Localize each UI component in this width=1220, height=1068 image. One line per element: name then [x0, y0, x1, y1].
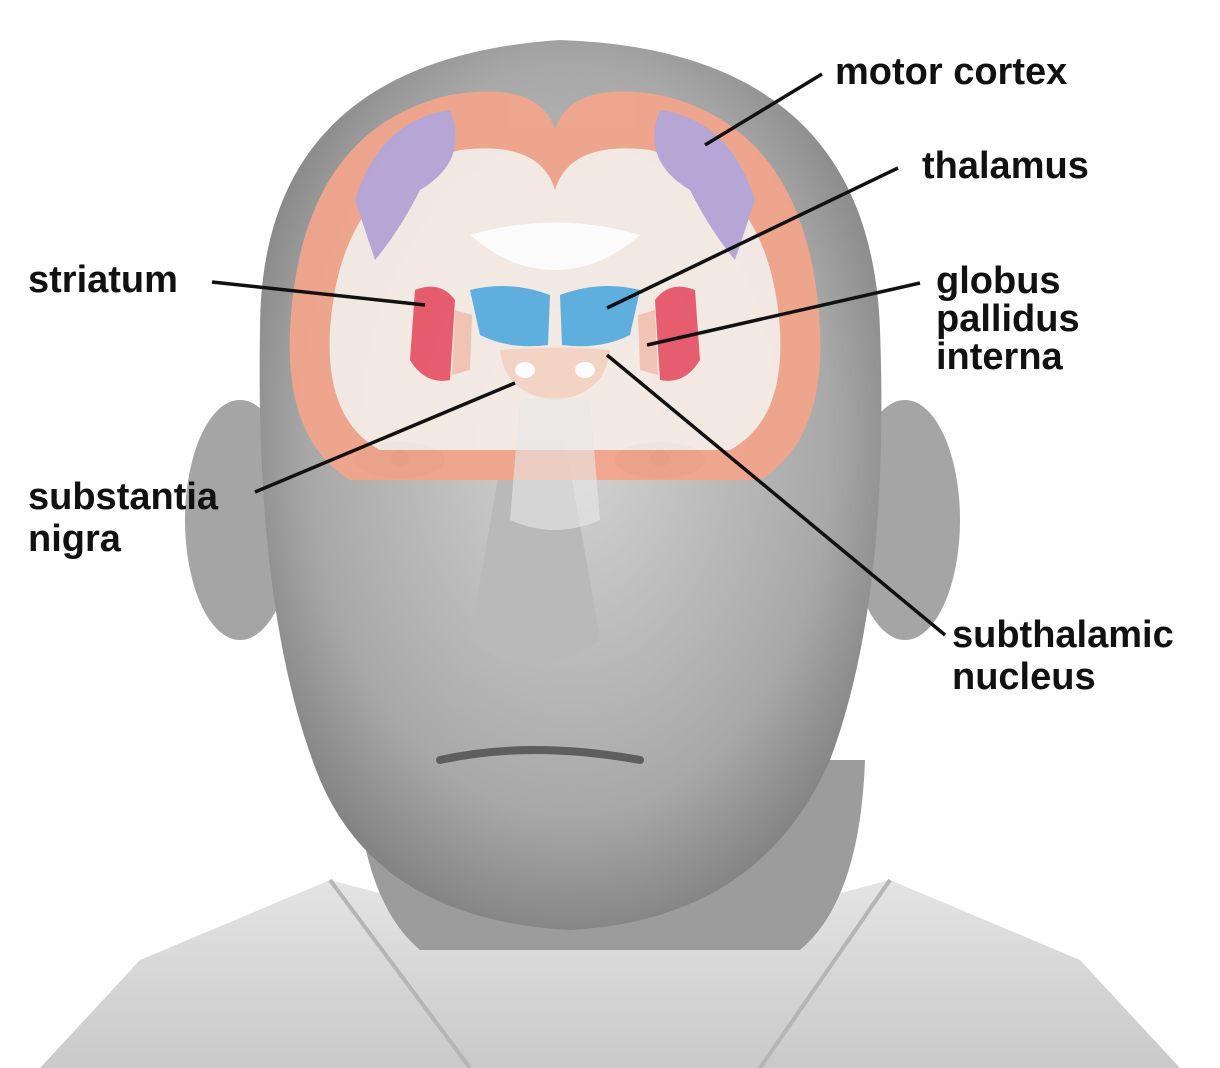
label-stn-line-2: nucleus	[952, 656, 1174, 698]
label-globus-pallidus-interna: globus pallidus interna	[936, 262, 1080, 376]
label-stn-line-1: subthalamic	[952, 614, 1174, 656]
globus-pallidus-left	[452, 310, 472, 375]
striatum-left	[410, 287, 455, 381]
label-gpi-line-1: globus	[936, 262, 1080, 300]
brainstem	[510, 398, 600, 531]
label-motor-cortex: motor cortex	[835, 52, 1067, 92]
label-striatum: striatum	[28, 260, 178, 300]
label-sn-line-2: nigra	[28, 518, 218, 560]
subthalamic-left	[515, 362, 535, 378]
label-gpi-line-3: interna	[936, 338, 1080, 376]
label-thalamus: thalamus	[922, 146, 1089, 186]
label-striatum-text: striatum	[28, 260, 178, 300]
label-gpi-line-2: pallidus	[936, 300, 1080, 338]
subthalamic-right	[575, 362, 595, 378]
label-motor-cortex-text: motor cortex	[835, 52, 1067, 92]
label-sn-line-1: substantia	[28, 476, 218, 518]
label-thalamus-text: thalamus	[922, 146, 1089, 186]
label-substantia-nigra: substantia nigra	[28, 476, 218, 560]
label-subthalamic-nucleus: subthalamic nucleus	[952, 614, 1174, 698]
